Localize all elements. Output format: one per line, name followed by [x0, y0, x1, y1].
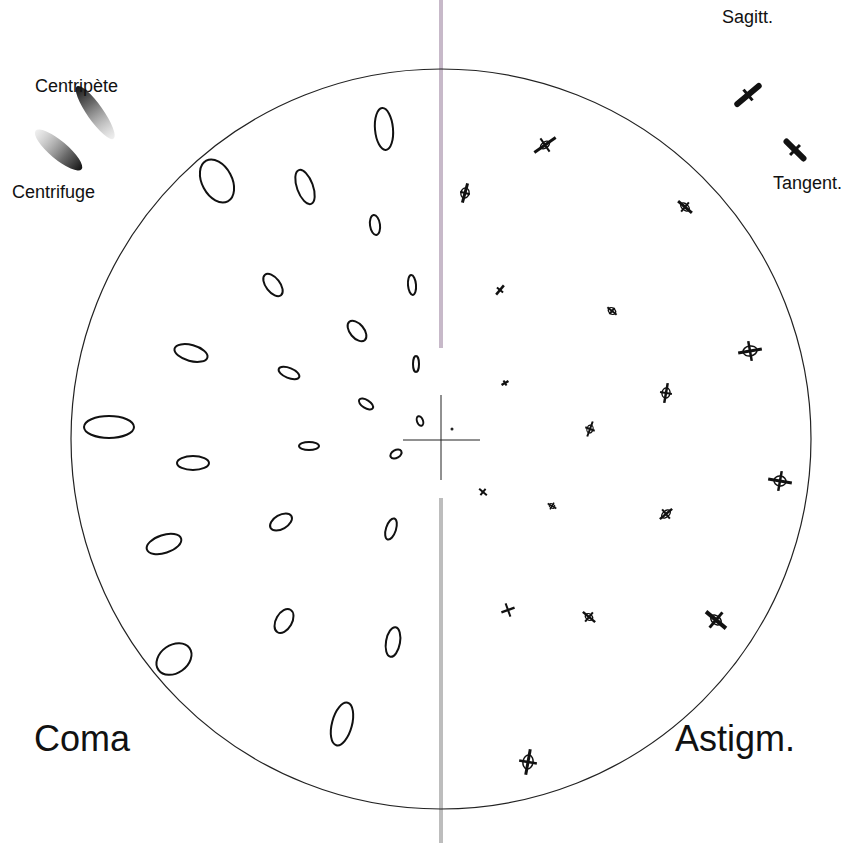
sagittal-symbol: [733, 81, 763, 110]
caption-label: Tangent.: [773, 174, 842, 194]
divider-line: [439, 0, 443, 348]
caption-label: Astigm.: [675, 719, 795, 759]
astigmatism-spots: [458, 131, 794, 776]
comet-centrifuge: [30, 124, 88, 176]
divider-line: [439, 498, 443, 843]
tangential-symbol: [782, 137, 809, 164]
field-circle: [71, 69, 811, 809]
caption-label: Centrifuge: [12, 183, 95, 203]
coma-spots: [84, 107, 425, 748]
crosshair: [441, 395, 442, 480]
caption-label: Coma: [34, 719, 130, 759]
caption-label: Sagitt.: [722, 8, 773, 28]
center-spot: [451, 428, 454, 431]
caption-label: Centripète: [35, 77, 118, 97]
